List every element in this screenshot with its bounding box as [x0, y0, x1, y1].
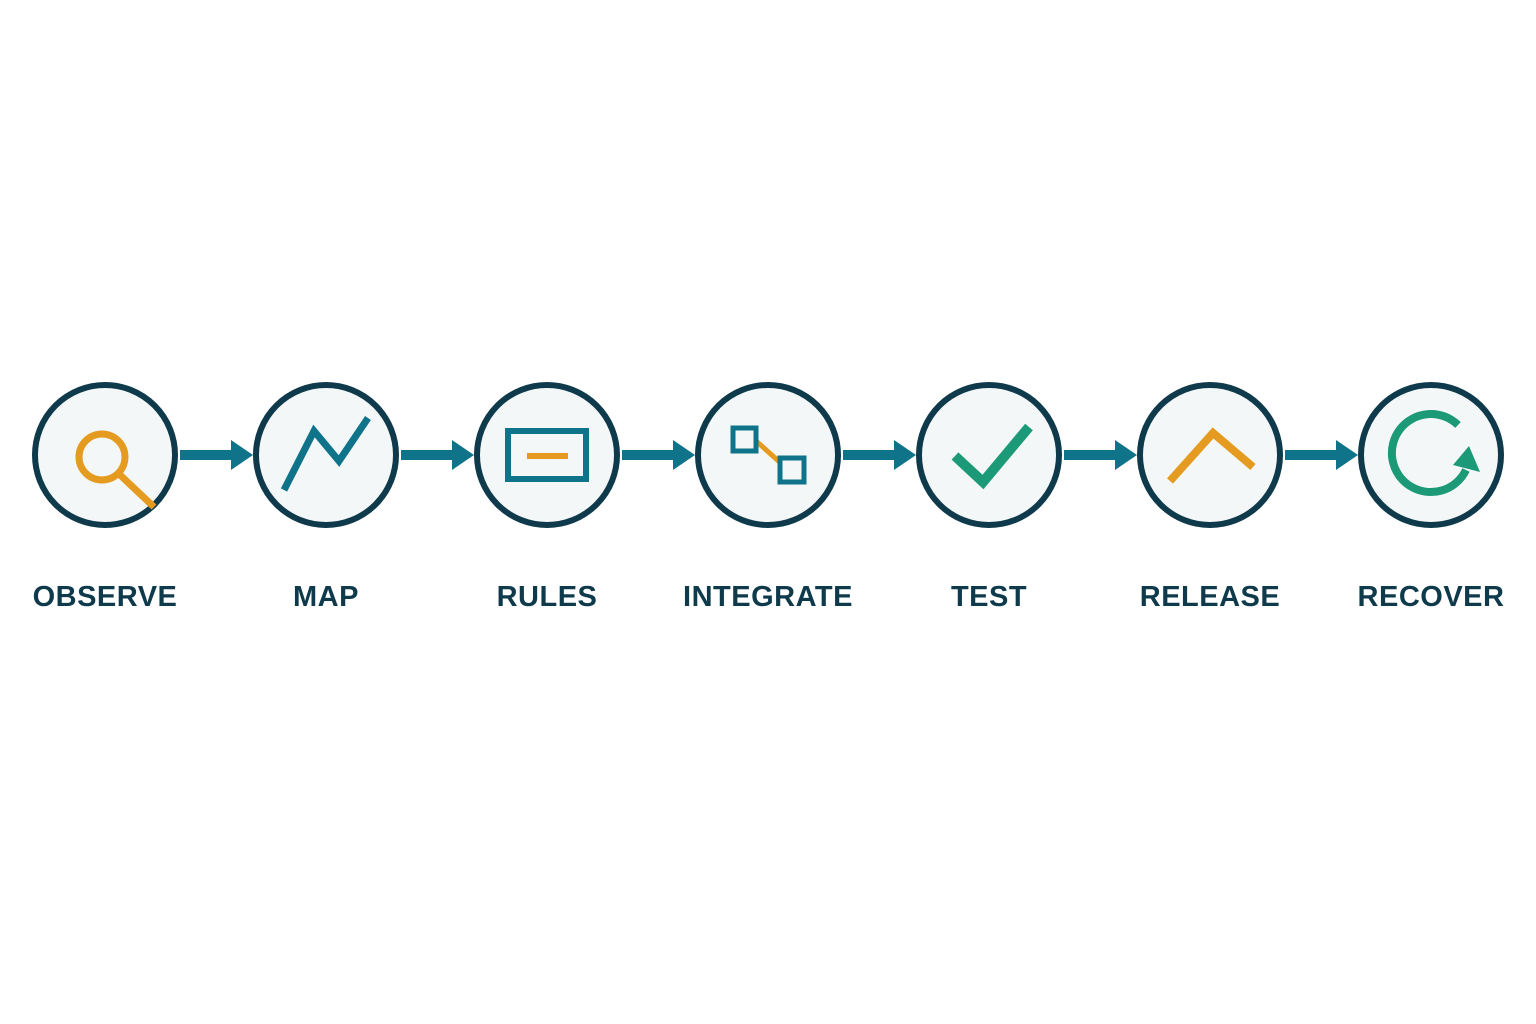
- step-map: MAP: [253, 382, 399, 613]
- connector-arrow-shaft: [1064, 450, 1115, 460]
- step-circle: [1358, 382, 1504, 528]
- connector-arrow-shaft: [401, 450, 452, 460]
- connector-arrow-shaft: [622, 450, 673, 460]
- connector-arrow-head: [1115, 440, 1137, 470]
- step-label: RELEASE: [1140, 581, 1280, 613]
- step-recover: RECOVER: [1358, 382, 1505, 613]
- step-integrate: INTEGRATE: [683, 382, 853, 613]
- circular-arrow-icon: [1387, 410, 1480, 496]
- connector-arrow-head: [1336, 440, 1358, 470]
- step-test: TEST: [916, 382, 1062, 613]
- step-circle: [1137, 382, 1283, 528]
- step-label: TEST: [951, 581, 1027, 613]
- caret-up-icon: [1167, 427, 1256, 484]
- step-label: MAP: [293, 581, 359, 613]
- connector-arrow-head: [673, 440, 695, 470]
- connector-arrow-head: [231, 440, 253, 470]
- step-observe: OBSERVE: [32, 382, 178, 613]
- zigzag-line-icon: [280, 416, 371, 492]
- step-release: RELEASE: [1137, 382, 1283, 613]
- step-label: RULES: [497, 581, 598, 613]
- step-circle: [916, 382, 1062, 528]
- connector-arrow-head: [894, 440, 916, 470]
- connector-arrow-shaft: [843, 450, 894, 460]
- connector-arrow-shaft: [180, 450, 231, 460]
- step-rules: RULES: [474, 382, 620, 613]
- linked-squares-icon: [730, 425, 807, 485]
- step-label: RECOVER: [1358, 581, 1505, 613]
- magnifier-icon: [75, 430, 157, 510]
- step-label: OBSERVE: [33, 581, 178, 613]
- checkmark-icon: [951, 423, 1033, 490]
- connector-arrow-head: [452, 440, 474, 470]
- connector-arrow-shaft: [1285, 450, 1336, 460]
- rectangle-dash-icon: [505, 428, 589, 482]
- step-circle: [253, 382, 399, 528]
- step-label: INTEGRATE: [683, 581, 853, 613]
- connectors: [180, 440, 1358, 470]
